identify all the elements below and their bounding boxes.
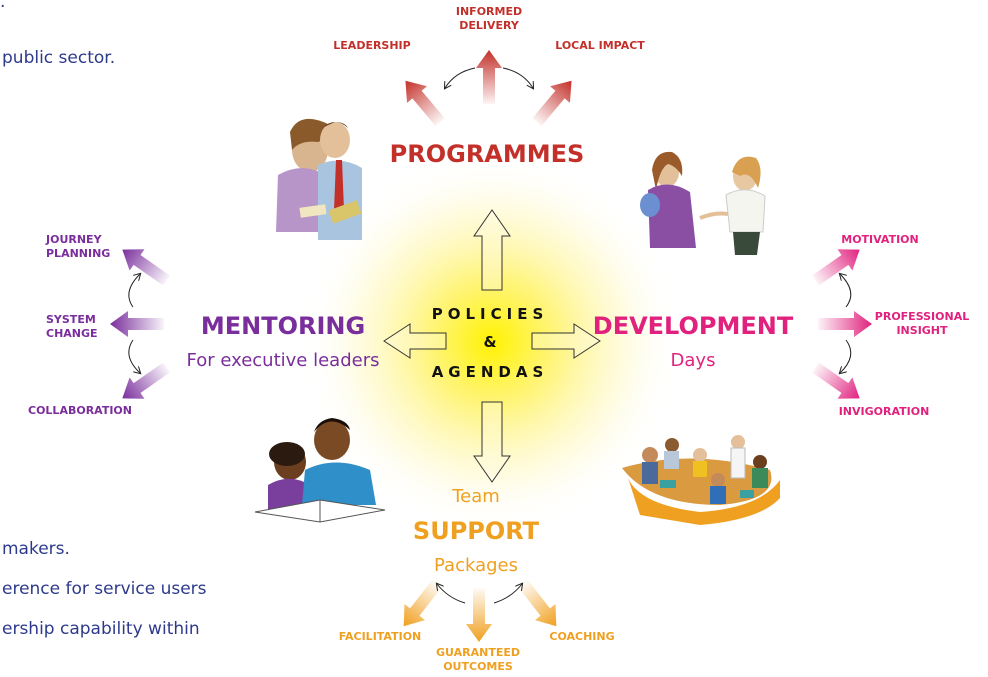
- mentoring-title: MENTORING: [201, 312, 365, 340]
- development-cycle-arrow-up: [840, 274, 852, 308]
- support-cycle-arrow-right: [493, 584, 522, 604]
- support-arrow-right: [518, 580, 557, 627]
- programmes-cycle-arrow-left: [445, 67, 476, 88]
- support-item-guaranteed: GUARANTEED: [436, 646, 520, 659]
- programmes-cycle-arrow-right: [502, 67, 533, 88]
- programmes-arrows: [405, 50, 572, 126]
- programmes-item-informed: INFORMED: [456, 5, 522, 18]
- development-arrow-up: [812, 249, 860, 286]
- support-pre: Team: [451, 486, 500, 507]
- mentoring-item-planning: PLANNING: [46, 247, 110, 260]
- bg-text-dot: .: [0, 0, 6, 12]
- programmes-arrow-center: [476, 50, 502, 104]
- bg-text-line3: erence for service users: [2, 579, 207, 599]
- center-arrow-right: [531, 323, 601, 359]
- mentoring-item-change: CHANGE: [46, 327, 98, 340]
- center-arrow-down: [473, 401, 511, 483]
- support-arrows: [403, 580, 557, 642]
- programmes-arrow-left: [405, 80, 445, 126]
- development-subtitle: Days: [671, 350, 716, 371]
- center-agendas: AGENDAS: [432, 363, 549, 381]
- tutoring-clipart: [254, 418, 386, 523]
- center-glow: [302, 152, 682, 532]
- development-item-insight: INSIGHT: [896, 324, 948, 337]
- support-item-facilitation: FACILITATION: [339, 630, 422, 643]
- programmes-arrow-right: [532, 80, 572, 126]
- bg-text-line4: ership capability within: [2, 619, 200, 639]
- support-cycle-arrow-left: [437, 584, 466, 604]
- support-item-outcomes: OUTCOMES: [443, 660, 513, 673]
- programmes-title: PROGRAMMES: [390, 140, 585, 168]
- programmes-item-local-impact: LOCAL IMPACT: [555, 39, 645, 52]
- mentoring-item-journey: JOURNEY: [45, 233, 103, 246]
- support-arrow-left: [403, 580, 442, 627]
- support-arrow-center: [466, 588, 492, 642]
- mentoring-item-collaboration: COLLABORATION: [28, 404, 132, 417]
- development-item-invigoration: INVIGORATION: [839, 405, 930, 418]
- programmes-item-leadership: LEADERSHIP: [333, 39, 410, 52]
- colleagues-conversation-clipart: [640, 151, 766, 255]
- support-item-coaching: COACHING: [549, 630, 614, 643]
- mentoring-arrows: [110, 249, 170, 399]
- center-arrow-up: [473, 209, 511, 291]
- mentoring-arrow-down: [122, 362, 170, 399]
- development-item-professional: PROFESSIONAL: [875, 310, 969, 323]
- center-arrow-left: [383, 323, 447, 359]
- mentoring-cycle-arrow-up: [128, 274, 140, 308]
- programmes-item-delivery: DELIVERY: [459, 19, 520, 32]
- development-arrow-down: [812, 362, 860, 399]
- development-title: DEVELOPMENT: [593, 312, 794, 340]
- team-table-clipart: [622, 435, 780, 525]
- support-subtitle: Packages: [434, 555, 518, 576]
- center-policies: POLICIES: [432, 305, 549, 323]
- development-arrow-mid: [818, 311, 872, 337]
- mentoring-subtitle: For executive leaders: [187, 350, 380, 371]
- office-meeting-clipart: [276, 118, 362, 240]
- bg-text-line2: makers.: [2, 539, 70, 559]
- development-arrows: [812, 249, 872, 399]
- center-ampersand: &: [483, 333, 496, 351]
- mentoring-item-system: SYSTEM: [46, 313, 96, 326]
- support-title: SUPPORT: [413, 517, 540, 545]
- mentoring-arrow-mid: [110, 311, 164, 337]
- mentoring-arrow-up: [122, 249, 170, 286]
- bg-text-line1: public sector.: [2, 48, 116, 68]
- development-item-motivation: MOTIVATION: [841, 233, 918, 246]
- mentoring-cycle-arrow-down: [128, 339, 140, 373]
- development-cycle-arrow-down: [840, 339, 852, 373]
